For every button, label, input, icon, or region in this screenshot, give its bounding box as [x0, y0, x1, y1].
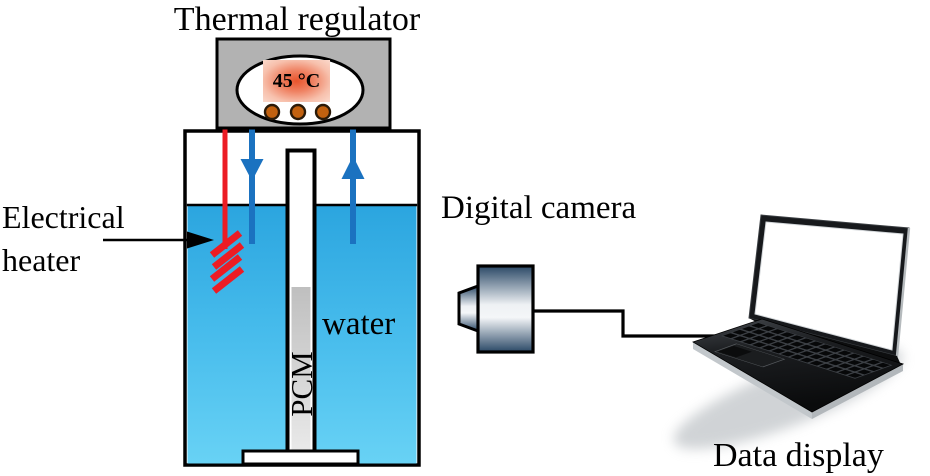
indicator-dot	[289, 103, 307, 121]
electrical-heater-label-line2: heater	[2, 242, 81, 279]
flow-arrow-down	[240, 128, 264, 244]
camera-cable	[533, 309, 716, 338]
digital-camera	[457, 264, 535, 354]
pcm-label: PCM	[283, 351, 319, 417]
laptop-base-rim	[693, 342, 812, 419]
laptop-deck	[714, 322, 893, 379]
heater-coil	[209, 230, 245, 294]
thermal-regulator	[215, 37, 392, 130]
camera-body	[476, 264, 535, 354]
laptop-base-rim	[812, 364, 903, 419]
temperature-value: 45 °C	[272, 70, 321, 92]
indicator-dot	[314, 103, 332, 121]
water-tank	[183, 128, 421, 467]
heater-pointer-arrow	[103, 231, 214, 249]
thermal-regulator-label: Thermal regulator	[173, 1, 421, 38]
tube-stand	[241, 449, 360, 466]
camera-lens	[457, 283, 480, 334]
indicator-dot	[263, 103, 281, 121]
data-display-label: Data display	[713, 437, 884, 474]
regulator-indicator-dots	[263, 103, 332, 121]
water-label: water	[322, 306, 396, 342]
laptop-screen-edge-highlight	[895, 227, 911, 357]
flow-arrow-up	[341, 128, 365, 244]
digital-camera-label: Digital camera	[441, 190, 637, 226]
electrical-heater-label-line1: Electrical	[2, 199, 125, 235]
electrical-heater-label: Electrical heater	[2, 196, 125, 282]
laptop-screen	[754, 221, 904, 351]
pcm-fill	[291, 287, 311, 451]
laptop	[673, 214, 911, 449]
laptop-keyboard	[721, 322, 893, 379]
temperature-display	[263, 60, 330, 102]
laptop-trackpad-button	[717, 345, 752, 358]
